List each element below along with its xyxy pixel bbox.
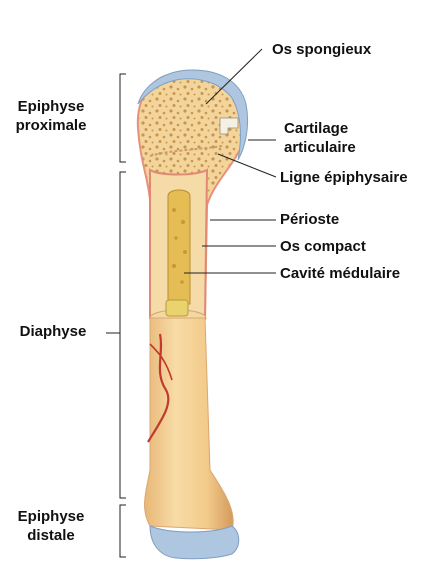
articular-cartilage	[137, 69, 249, 161]
label-epiphyse-distale-line2: distale	[27, 527, 75, 544]
epiphyseal-line-mark	[149, 145, 223, 157]
label-diaphyse: Diaphyse	[19, 323, 87, 340]
blood-vessel-a	[147, 333, 170, 443]
label-epiphyse-distale-line1: Epiphyse	[17, 508, 85, 525]
label-os-spongieux: Os spongieux	[272, 41, 372, 58]
cartilage-notch	[219, 117, 239, 135]
label-cartilage-line2: articulaire	[284, 139, 356, 156]
leader-os-spongieux	[205, 48, 263, 105]
leader-ligne	[217, 153, 277, 178]
label-epiphyse-proximale-line1: Epiphyse	[17, 98, 85, 115]
label-cavite-medulaire: Cavité médulaire	[280, 265, 401, 282]
label-epiphyse-proximale-line2: proximale	[15, 117, 87, 134]
label-cartilage-line1: Cartilage	[284, 120, 349, 137]
label-cartilage-articulaire: Cartilage articulaire	[284, 119, 356, 157]
blood-vessel-b	[149, 343, 173, 381]
distal-cartilage	[149, 525, 240, 560]
label-epiphyse-proximale: Epiphyse proximale	[6, 97, 96, 135]
label-ligne-epiphysaire: Ligne épiphysaire	[280, 169, 408, 186]
medullary-cavity	[167, 189, 191, 305]
bracket-diaphysis	[119, 171, 126, 499]
bracket-distal	[119, 504, 126, 558]
label-perioste: Périoste	[280, 211, 340, 228]
label-epiphyse-distale: Epiphyse distale	[6, 507, 96, 545]
bracket-proximal	[119, 73, 126, 163]
label-os-compact: Os compact	[280, 238, 366, 255]
